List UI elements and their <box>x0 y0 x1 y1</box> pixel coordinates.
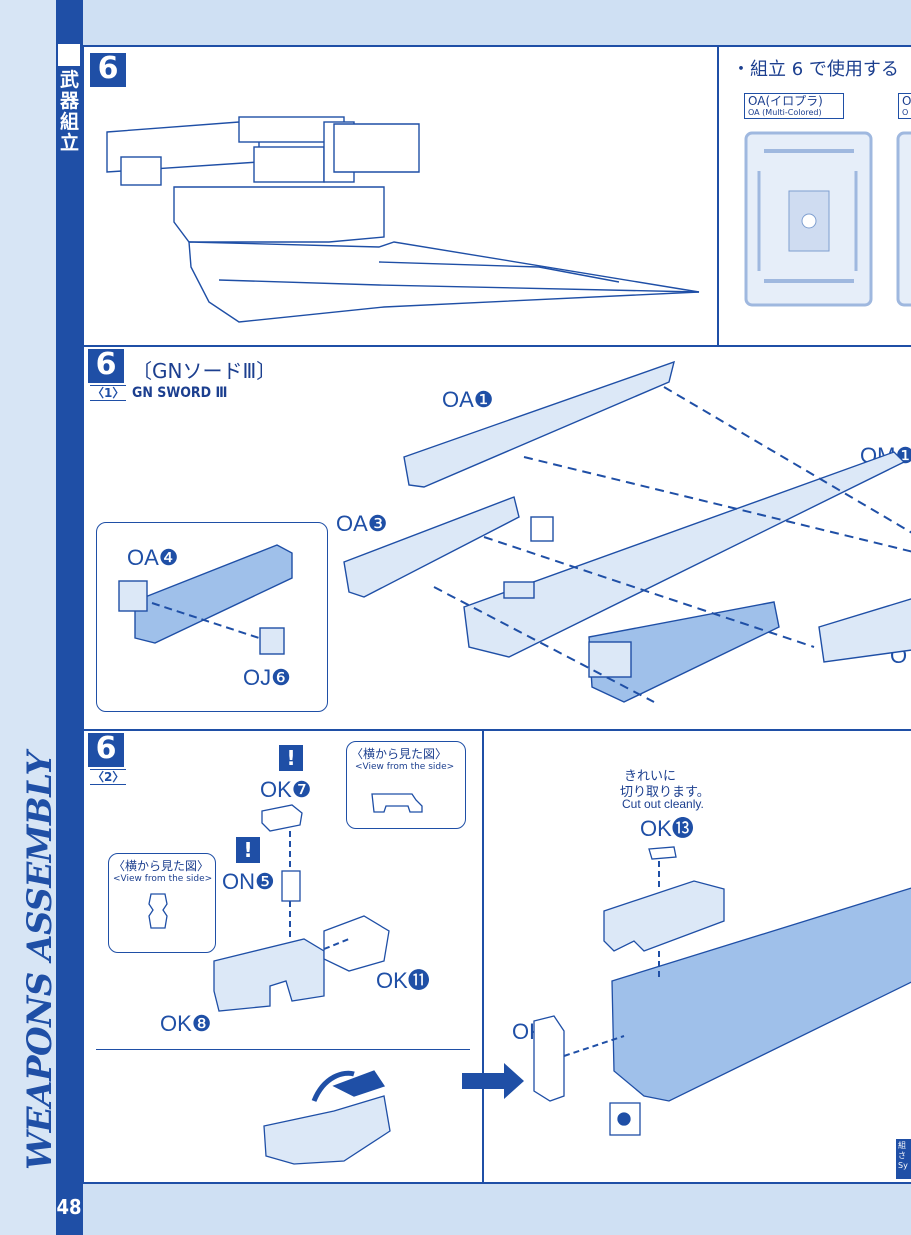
title-char: 立 <box>59 132 79 154</box>
callout-jp: 〈横から見た図〉 <box>351 747 448 761</box>
title-char: 組 <box>59 111 79 133</box>
cut-note-jp-2: 切り取ります。 <box>620 785 710 800</box>
step2-left-illustration <box>213 804 390 1012</box>
step1-title-en: GN SWORD Ⅲ <box>132 385 228 401</box>
step2-panel: 6 〈2〉 ! OK❼ ! ON❺ OK⓫ OK❽ 〈横から見た図〉 <View… <box>82 729 911 1184</box>
step1-panel: 6 〈1〉 〔GNソードⅢ〕 GN SWORD Ⅲ OA❶ OM❶ OA❸ O … <box>82 345 911 731</box>
step-number: 6 <box>88 733 124 767</box>
label-ok8: OK❽ <box>160 1011 212 1036</box>
detail-callout: OA❹ OJ❻ <box>96 522 328 712</box>
runner-oa-label: OA(イロプラ) OA (Multi-Colored) <box>744 93 844 119</box>
panel-divider <box>717 47 719 347</box>
runner-oa-en: OA (Multi-Colored) <box>748 108 822 117</box>
label-ok13: OK⓭ <box>640 816 694 841</box>
callout-en: <View from the side> <box>113 874 213 884</box>
step2-right-illustration <box>533 846 911 1136</box>
runner-o-label: O O <box>898 93 911 119</box>
cut-note-jp-1: きれいに <box>624 769 677 784</box>
side-view-on5-illustration <box>148 893 168 929</box>
oa4-oj6-illustration <box>118 544 293 655</box>
label-oa4: OA❹ <box>127 545 179 570</box>
step1-title-jp: 〔GNソードⅢ〕 <box>132 359 277 383</box>
section-marker <box>58 44 80 66</box>
page-number: 48 <box>56 1195 82 1219</box>
substep-tag: 〈2〉 <box>90 769 127 785</box>
side-view-callout-on5: 〈横から見た図〉 <View from the side> <box>108 853 216 953</box>
section-title-en: WEAPONS ASSEMBLY <box>20 751 60 1170</box>
label-on5: ON❺ <box>222 869 275 894</box>
label-oa1: OA❶ <box>442 387 494 412</box>
callout-jp: 〈横から見た図〉 <box>113 859 210 873</box>
label-ok7: OK❼ <box>260 777 312 802</box>
cut-note-en: Cut out cleanly. <box>622 797 704 811</box>
warning-icon: ! <box>236 837 260 863</box>
step-number: 6 <box>90 53 126 87</box>
side-view-callout-ok7: 〈横から見た図〉 <View from the side> <box>346 741 466 829</box>
label-ok11: OK⓫ <box>376 968 430 993</box>
corner-note: 組 さ Sy <box>896 1139 911 1179</box>
overview-panel: 6 ・組立 6 で使用する OA(イロプラ) OA (Multi-Colored… <box>82 45 911 347</box>
substep-tag: 〈1〉 <box>90 385 127 401</box>
title-char: 武 <box>59 69 79 91</box>
sidebar-stripe <box>56 0 83 1235</box>
runner-o-en: O <box>902 108 909 117</box>
runner-oa-jp: OA(イロプラ) <box>748 94 823 108</box>
runner-oa-illustration <box>744 131 873 307</box>
callout-en: <View from the side> <box>355 762 455 772</box>
label-oj6: OJ❻ <box>243 665 291 690</box>
use-note: ・組立 6 で使用する <box>732 59 899 80</box>
label-oa3: OA❸ <box>336 511 388 536</box>
next-step-arrow <box>462 1063 524 1099</box>
warning-icon: ! <box>279 745 303 771</box>
side-view-ok7-illustration <box>371 793 423 813</box>
runner-o-code: O <box>902 94 911 108</box>
gn-sword-completed-illustration <box>106 116 700 323</box>
title-char: 器 <box>59 90 79 112</box>
panel-divider <box>482 731 484 1184</box>
step-number: 6 <box>88 349 124 383</box>
gn-sword-exploded-illustration <box>343 360 911 703</box>
closing-detail-illustration <box>263 1070 391 1165</box>
runner-o-illustration <box>896 131 911 307</box>
section-title-jp: 武 器 組 立 <box>56 70 83 154</box>
